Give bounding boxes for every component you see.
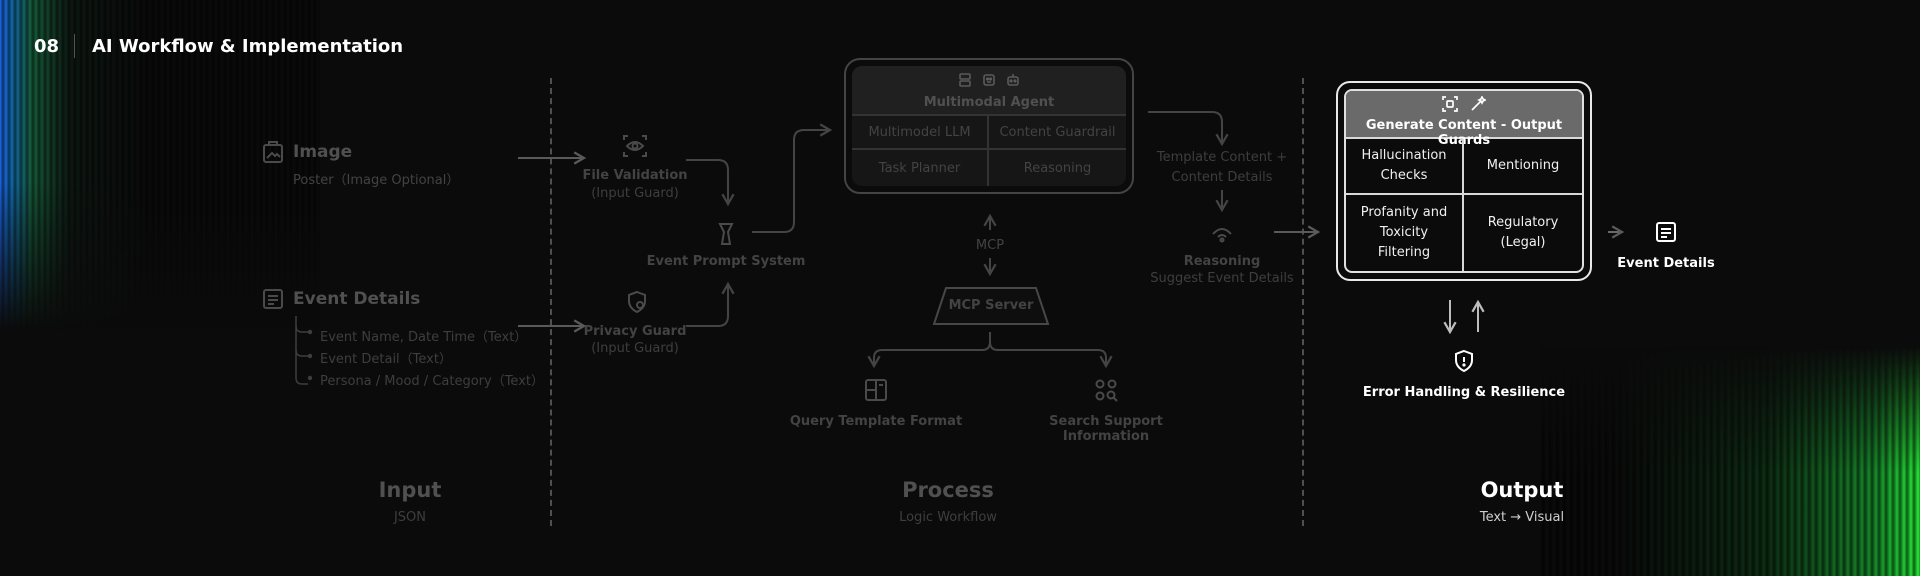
output-guards-header: Generate Content - Output Guards [1346, 91, 1582, 148]
privacy-guard-title: Privacy Guard [583, 324, 687, 339]
query-template-format: Query Template Format [789, 414, 963, 429]
template-icon [864, 378, 888, 406]
shield-alert-icon [1453, 349, 1475, 377]
reasoning-subtitle: Suggest Event Details [1150, 271, 1294, 286]
right-glow-decoration [1540, 346, 1920, 576]
process-section-title: Process [902, 478, 994, 502]
agent-cell-llm: Multimodel LLM [852, 114, 989, 150]
template-content-label: Template Content + [1156, 150, 1288, 165]
server-icon [958, 72, 972, 91]
left-glow-decoration [0, 0, 320, 330]
page-title: AI Workflow & Implementation [92, 36, 404, 57]
output-guards-card: Generate Content - Output Guards Halluci… [1336, 81, 1592, 281]
guard-profanity-filtering: Profanity and Toxicity Filtering [1346, 195, 1464, 271]
privacy-guard-subtitle: (Input Guard) [591, 341, 679, 356]
file-validation-title: File Validation [582, 168, 688, 183]
input-section-subtitle: JSON [393, 510, 427, 525]
file-validation-subtitle: (Input Guard) [591, 186, 679, 201]
scan-frame-icon [1442, 96, 1458, 116]
image-subtitle: Poster（Image Optional） [293, 173, 460, 188]
prompt-icon [716, 222, 736, 250]
reasoning-icon [1210, 224, 1234, 248]
document-icon [1655, 221, 1677, 247]
image-icon [262, 140, 284, 168]
process-section-subtitle: Logic Workflow [899, 510, 997, 525]
output-guards-title: Generate Content - Output Guards [1365, 118, 1563, 148]
event-details-title: Event Details [293, 289, 421, 309]
header-divider [74, 34, 75, 58]
agent-cell-planner: Task Planner [852, 150, 989, 186]
eye-scan-icon [622, 134, 648, 162]
search-support-information: Search Support Information [1049, 414, 1163, 444]
output-section-title: Output [1480, 478, 1564, 502]
robot-icon [1006, 72, 1020, 91]
image-title: Image [293, 142, 353, 162]
mcp-label: MCP [975, 238, 1005, 253]
bot-icon [982, 72, 996, 91]
mcp-server-label: MCP Server [948, 298, 1034, 313]
mcp-server-node: MCP Server [932, 286, 1050, 326]
search-grid-icon [1094, 378, 1118, 406]
event-field-2: Event Detail（Text） [320, 352, 452, 367]
event-field-1: Event Name, Date Time（Text） [320, 330, 528, 345]
guard-hallucination-checks: Hallucination Checks [1346, 139, 1464, 195]
guard-mentioning: Mentioning [1464, 139, 1582, 195]
divider-process-output [1302, 78, 1304, 526]
output-event-details: Event Details [1617, 256, 1715, 271]
content-details-label: Content Details [1171, 170, 1273, 185]
list-icon [262, 288, 284, 314]
event-prompt-system: Event Prompt System [646, 254, 806, 269]
magic-wand-icon [1470, 95, 1487, 116]
multimodal-agent-card: Multimodal Agent Multimodel LLM Content … [844, 58, 1134, 194]
reasoning-title: Reasoning [1183, 254, 1261, 269]
output-section-subtitle: Text → Visual [1479, 510, 1565, 525]
error-handling-label: Error Handling & Resilience [1362, 385, 1566, 400]
multimodal-agent-title: Multimodal Agent [923, 95, 1055, 110]
agent-cell-guardrail: Content Guardrail [989, 114, 1126, 150]
event-field-3: Persona / Mood / Category（Text） [320, 374, 544, 389]
slide-number: 08 [34, 36, 60, 57]
multimodal-agent-header: Multimodal Agent [852, 66, 1126, 114]
agent-cell-reasoning: Reasoning [1023, 160, 1092, 176]
input-section-title: Input [378, 478, 442, 502]
guard-regulatory-legal: Regulatory (Legal) [1487, 215, 1559, 250]
shield-lock-icon [626, 290, 648, 318]
divider-input-process [550, 78, 552, 526]
